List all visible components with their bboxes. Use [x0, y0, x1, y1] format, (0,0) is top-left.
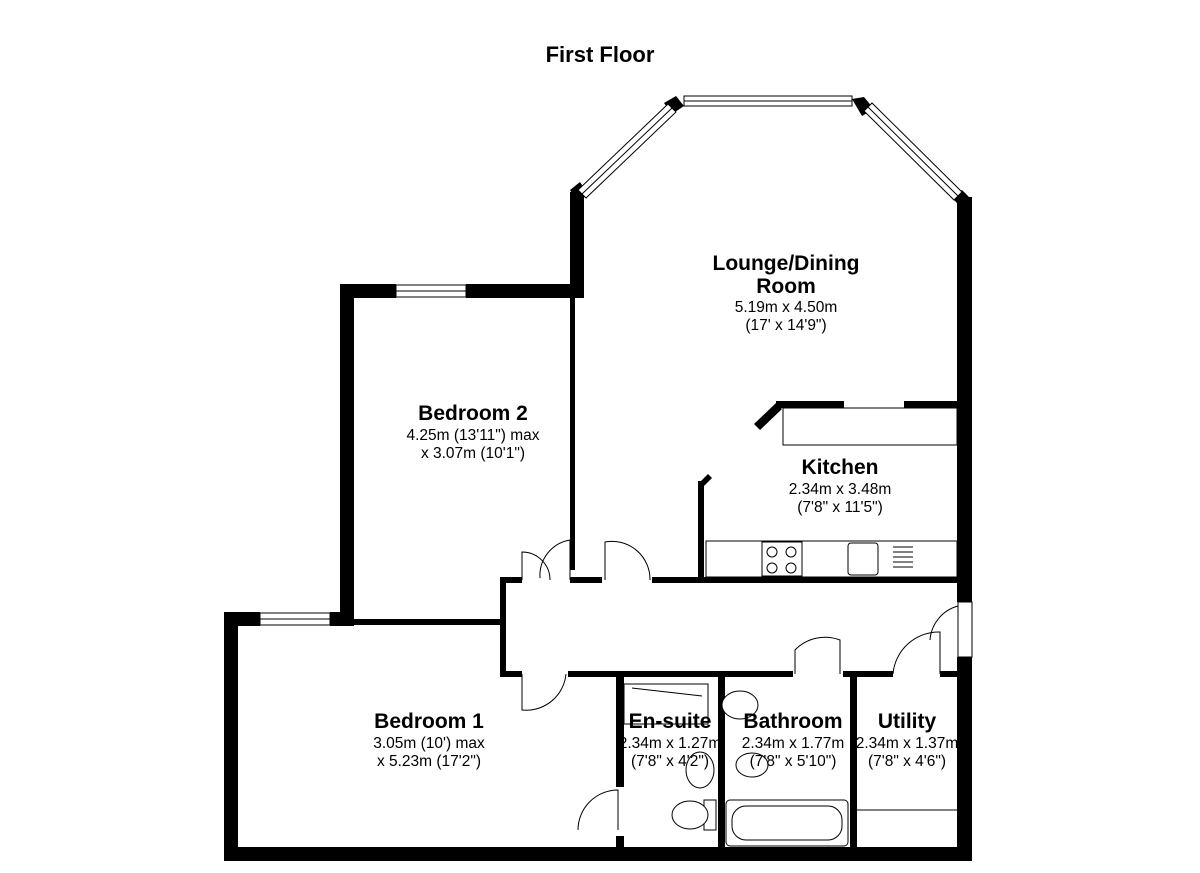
- room-dimension-cont: x 5.23m (17'2"): [377, 753, 481, 770]
- room-name: Utility: [878, 710, 937, 733]
- room-dimension: 2.34m x 1.27m: [619, 735, 722, 752]
- room-name: Lounge/Dining: [713, 252, 860, 275]
- room-bathroom: Bathroom 2.34m x 1.77m (7'8" x 5'10"): [742, 710, 845, 770]
- room-dimension: 2.34m x 3.48m: [789, 481, 892, 498]
- doors: [521, 539, 959, 831]
- room-dimension: 3.05m (10') max: [373, 735, 485, 752]
- room-dimension: 2.34m x 1.37m: [856, 735, 959, 752]
- floor-title: First Floor: [546, 42, 655, 67]
- room-name: Bedroom 2: [418, 402, 528, 425]
- room-dimension: 2.34m x 1.77m: [742, 735, 845, 752]
- room-bedroom-1: Bedroom 1 3.05m (10') max x 5.23m (17'2"…: [373, 710, 485, 770]
- room-dimension-cont: x 3.07m (10'1"): [421, 445, 525, 462]
- room-dimension-imperial: (7'8" x 5'10"): [750, 753, 837, 770]
- room-name: Bedroom 1: [374, 710, 484, 733]
- room-dimension-imperial: (17' x 14'9"): [745, 317, 826, 334]
- windows: [259, 95, 973, 658]
- room-lounge-dining: Lounge/Dining Room 5.19m x 4.50m (17' x …: [713, 252, 860, 334]
- room-name-cont: Room: [756, 275, 816, 298]
- room-name: En-suite: [629, 710, 712, 733]
- room-bedroom-2: Bedroom 2 4.25m (13'11") max x 3.07m (10…: [406, 402, 539, 462]
- room-dimension-imperial: (7'8" x 4'2"): [631, 753, 709, 770]
- bathroom-fixtures: [623, 683, 957, 847]
- room-kitchen: Kitchen 2.34m x 3.48m (7'8" x 11'5"): [789, 456, 892, 516]
- room-dimension: 5.19m x 4.50m: [735, 299, 838, 316]
- room-dimension: 4.25m (13'11") max: [406, 427, 539, 444]
- room-name: Kitchen: [801, 456, 878, 479]
- room-name: Bathroom: [743, 710, 842, 733]
- walls: [224, 96, 972, 861]
- room-utility: Utility 2.34m x 1.37m (7'8" x 4'6"): [856, 710, 959, 770]
- room-en-suite: En-suite 2.34m x 1.27m (7'8" x 4'2"): [619, 710, 722, 770]
- room-dimension-imperial: (7'8" x 4'6"): [868, 753, 946, 770]
- kitchen-fixtures: [705, 407, 958, 578]
- room-dimension-imperial: (7'8" x 11'5"): [797, 499, 883, 516]
